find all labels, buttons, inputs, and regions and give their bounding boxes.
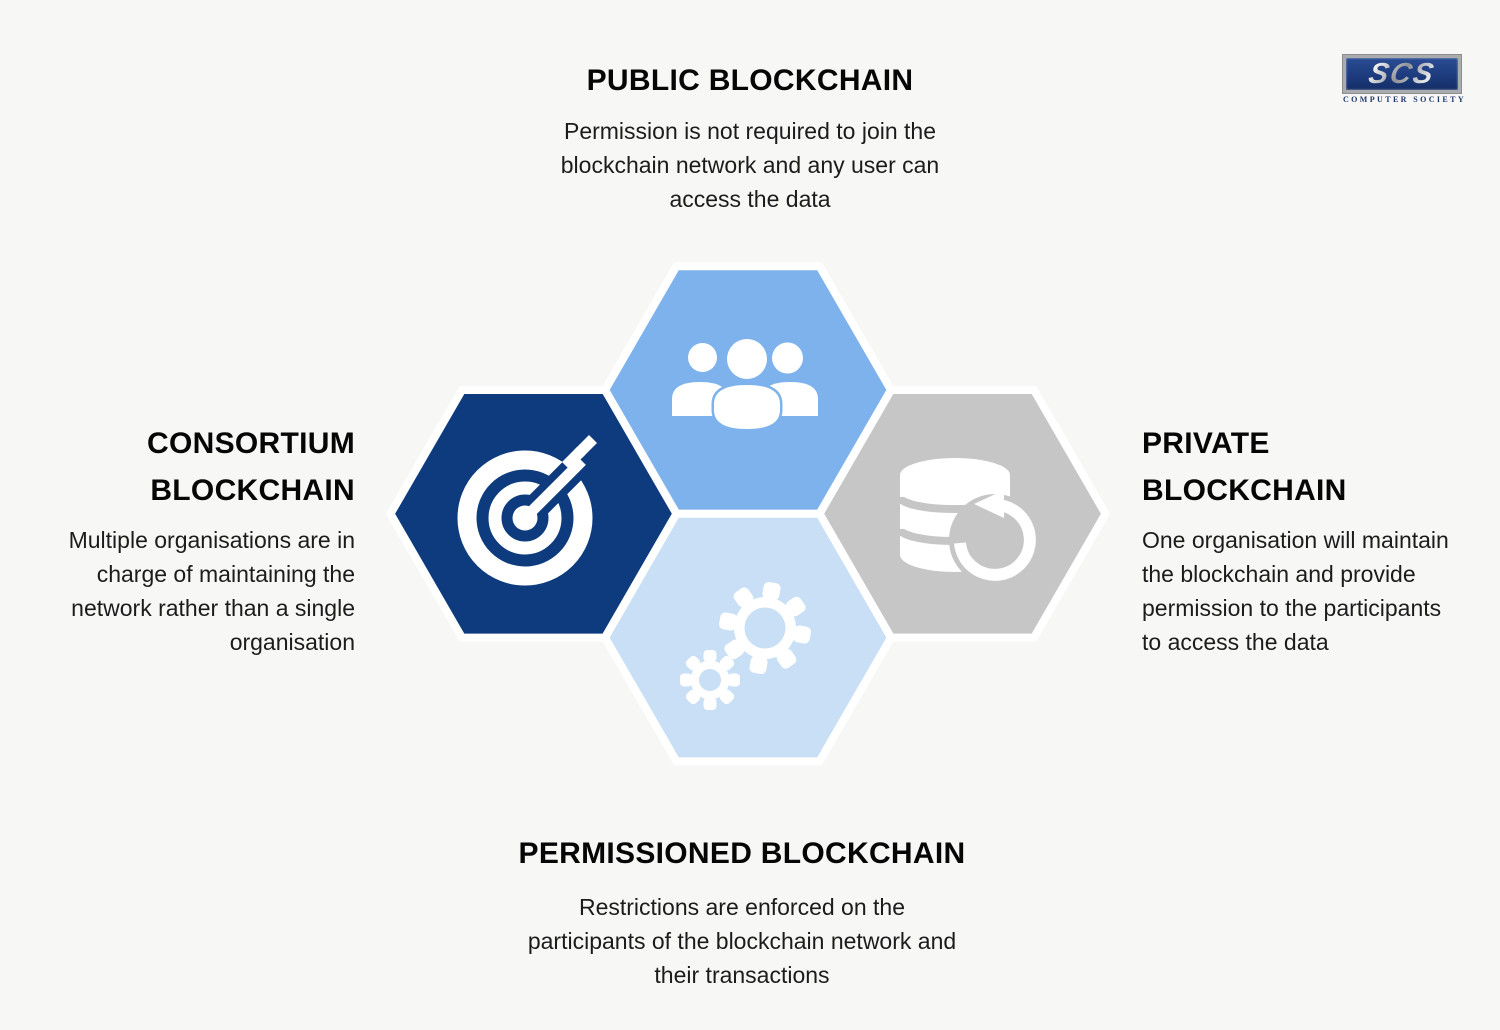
title-line: BLOCKCHAIN — [150, 474, 355, 507]
permissioned-body: Restrictions are enforced on the partici… — [0, 890, 1492, 992]
gears-icon — [680, 582, 811, 710]
target-dart-icon — [457, 435, 597, 586]
body-line: blockchain network and any user can — [560, 152, 940, 178]
body-line: Restrictions are enforced on the — [578, 894, 905, 920]
public-title: PUBLIC BLOCKCHAIN — [586, 64, 914, 97]
body-line: permission to the participants — [1142, 595, 1442, 621]
body-line: participants of the blockchain network a… — [527, 928, 957, 954]
permissioned-section: PERMISSIONED BLOCKCHAIN Restrictions are… — [0, 837, 1492, 992]
scs-logo: SCS COMPUTER SOCIETY — [1343, 55, 1467, 104]
consortium-body: Multiple organisations are in charge of … — [0, 523, 355, 659]
body-line: Permission is not required to join the — [563, 118, 937, 144]
hexagon-cluster — [386, 262, 1110, 766]
body-line: their transactions — [654, 962, 830, 988]
consortium-section: CONSORTIUM BLOCKCHAIN Multiple organisat… — [0, 420, 355, 659]
body-line: the blockchain and provide — [1142, 561, 1416, 587]
body-line: Multiple organisations are in — [68, 527, 355, 553]
consortium-title: CONSORTIUM BLOCKCHAIN — [0, 420, 355, 514]
public-body: Permission is not required to join the b… — [0, 114, 1500, 216]
permissioned-title: PERMISSIONED BLOCKCHAIN — [518, 837, 966, 870]
private-section: PRIVATE BLOCKCHAIN One organisation will… — [1142, 420, 1500, 659]
public-section: PUBLIC BLOCKCHAIN Permission is not requ… — [0, 64, 1500, 216]
big-gear — [719, 582, 811, 674]
body-line: organisation — [229, 629, 355, 655]
private-body: One organisation will maintain the block… — [1142, 523, 1500, 659]
database-restore-icon — [896, 458, 1041, 586]
small-gear — [680, 650, 740, 710]
logo-acronym-text: SCS — [1365, 57, 1439, 90]
private-title: PRIVATE BLOCKCHAIN — [1142, 420, 1500, 514]
title-line: PRIVATE — [1142, 427, 1270, 460]
body-line: to access the data — [1142, 629, 1329, 655]
body-line: network rather than a single — [71, 595, 355, 621]
title-line: BLOCKCHAIN — [1142, 474, 1347, 507]
logo-box: SCS — [1343, 55, 1461, 93]
body-line: access the data — [669, 186, 831, 212]
body-line: One organisation will maintain — [1142, 527, 1449, 553]
group-people-icon — [672, 336, 818, 432]
title-line: CONSORTIUM — [147, 427, 355, 460]
logo-caption-text: COMPUTER SOCIETY — [1343, 95, 1467, 104]
body-line: charge of maintaining the — [96, 561, 355, 587]
